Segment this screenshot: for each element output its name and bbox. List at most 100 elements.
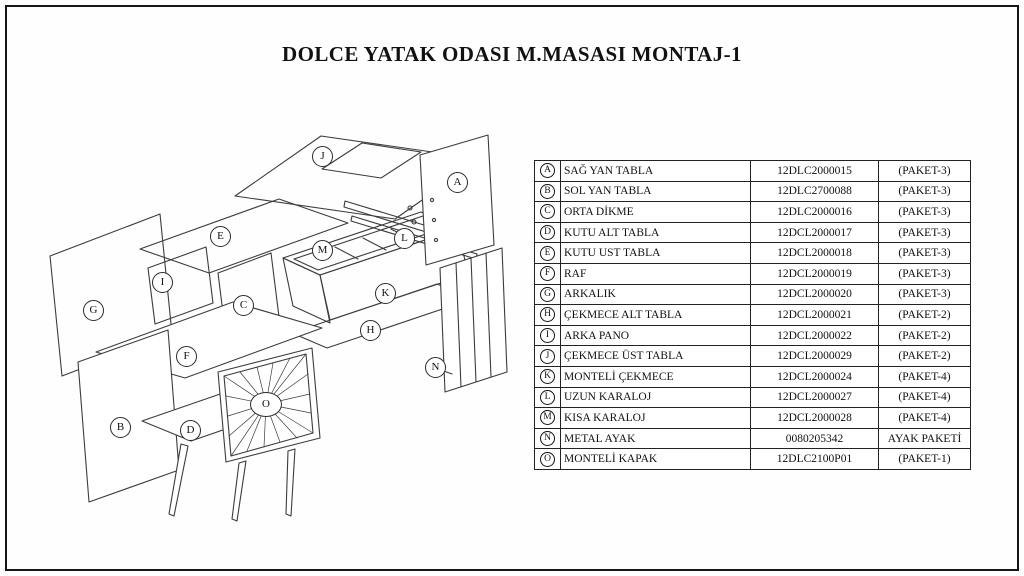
- screw-dot: [411, 219, 417, 225]
- callout-j: J: [312, 146, 333, 167]
- part-letter-cell: A: [534, 160, 561, 182]
- part-letter-cell: I: [534, 324, 561, 347]
- hinge-dot: [429, 197, 435, 203]
- part-packet-cell: (PAKET-3): [878, 242, 971, 264]
- part-letter-badge: N: [540, 431, 555, 447]
- screw-dot: [407, 205, 413, 211]
- callout-b: B: [110, 417, 131, 438]
- part-packet-cell: (PAKET-2): [878, 304, 971, 326]
- part-letter-badge: I: [540, 328, 555, 344]
- part-letter-cell: N: [534, 427, 561, 450]
- callout-f: F: [176, 346, 197, 367]
- callout-i: I: [152, 272, 173, 293]
- part-packet-cell: (PAKET-3): [878, 262, 971, 285]
- part-name-cell: ÇEKMECE ALT TABLA: [560, 304, 751, 326]
- callout-h: H: [360, 320, 381, 341]
- part-letter-cell: B: [534, 180, 561, 203]
- part-name-cell: KUTU UST TABLA: [560, 242, 751, 264]
- part-code-cell: 12DCL2000020: [750, 283, 879, 306]
- part-name-cell: ARKALIK: [560, 283, 751, 306]
- part-name-cell: ARKA PANO: [560, 324, 751, 347]
- callout-a: A: [447, 172, 468, 193]
- part-letter-cell: M: [534, 407, 561, 429]
- part-letter-cell: J: [534, 345, 561, 367]
- callout-d: D: [180, 420, 201, 441]
- part-back-pano-I: [147, 246, 214, 325]
- part-name-cell: KUTU ALT TABLA: [560, 221, 751, 244]
- part-letter-cell: O: [534, 448, 561, 470]
- part-letter-badge: L: [540, 389, 555, 405]
- part-packet-cell: (PAKET-4): [878, 365, 971, 388]
- part-front-leg: [285, 448, 296, 517]
- part-code-cell: 12DCL2000019: [750, 262, 879, 285]
- part-letter-cell: L: [534, 386, 561, 409]
- door-sunburst: [223, 353, 314, 457]
- part-metal-leg-slats: [455, 252, 492, 388]
- part-letter-cell: E: [534, 242, 561, 264]
- part-letter-badge: H: [540, 307, 555, 323]
- part-letter-badge: E: [540, 245, 555, 261]
- part-packet-cell: AYAK PAKETİ: [878, 427, 971, 450]
- part-letter-cell: G: [534, 283, 561, 306]
- part-packet-cell: (PAKET-3): [878, 221, 971, 244]
- callout-o: O: [250, 392, 282, 417]
- part-packet-cell: (PAKET-2): [878, 324, 971, 347]
- part-packet-cell: (PAKET-3): [878, 160, 971, 182]
- part-name-cell: ORTA DİKME: [560, 201, 751, 223]
- part-code-cell: 12DLC2000015: [750, 160, 879, 182]
- part-drawer-top-cutout: [321, 142, 422, 179]
- part-letter-badge: D: [540, 225, 555, 241]
- part-code-cell: 12DCL2000027: [750, 386, 879, 409]
- part-name-cell: UZUN KARALOJ: [560, 386, 751, 409]
- hinge-dot: [433, 237, 439, 243]
- part-packet-cell: (PAKET-3): [878, 180, 971, 203]
- part-letter-badge: C: [540, 204, 555, 220]
- part-code-cell: 12DCL2000024: [750, 365, 879, 388]
- part-packet-cell: (PAKET-4): [878, 407, 971, 429]
- part-letter-cell: D: [534, 221, 561, 244]
- part-box-top-E: [139, 198, 349, 274]
- part-name-cell: SOL YAN TABLA: [560, 180, 751, 203]
- part-front-leg: [168, 443, 189, 517]
- part-code-cell: 12DCL2000029: [750, 345, 879, 367]
- callout-m: M: [312, 240, 333, 261]
- part-letter-badge: O: [540, 451, 555, 467]
- part-name-cell: ÇEKMECE ÜST TABLA: [560, 345, 751, 367]
- part-letter-badge: G: [540, 286, 555, 302]
- part-name-cell: MONTELİ ÇEKMECE: [560, 365, 751, 388]
- callout-g: G: [83, 300, 104, 321]
- part-name-cell: SAĞ YAN TABLA: [560, 160, 751, 182]
- part-name-cell: KISA KARALOJ: [560, 407, 751, 429]
- part-front-leg: [231, 460, 247, 522]
- part-letter-badge: A: [540, 163, 555, 179]
- part-code-cell: 0080205342: [750, 427, 879, 450]
- part-right-side-A: [419, 134, 495, 266]
- part-letter-badge: K: [540, 369, 555, 385]
- part-letter-cell: K: [534, 365, 561, 388]
- part-code-cell: 12DCL2000021: [750, 304, 879, 326]
- part-letter-badge: F: [540, 266, 555, 282]
- callout-n: N: [425, 357, 446, 378]
- part-code-cell: 12DCL2000028: [750, 407, 879, 429]
- part-letter-badge: B: [540, 183, 555, 199]
- part-letter-cell: H: [534, 304, 561, 326]
- callout-e: E: [210, 226, 231, 247]
- hinge-dot: [431, 217, 437, 223]
- part-code-cell: 12DLC2000016: [750, 201, 879, 223]
- part-name-cell: RAF: [560, 262, 751, 285]
- part-letter-cell: C: [534, 201, 561, 223]
